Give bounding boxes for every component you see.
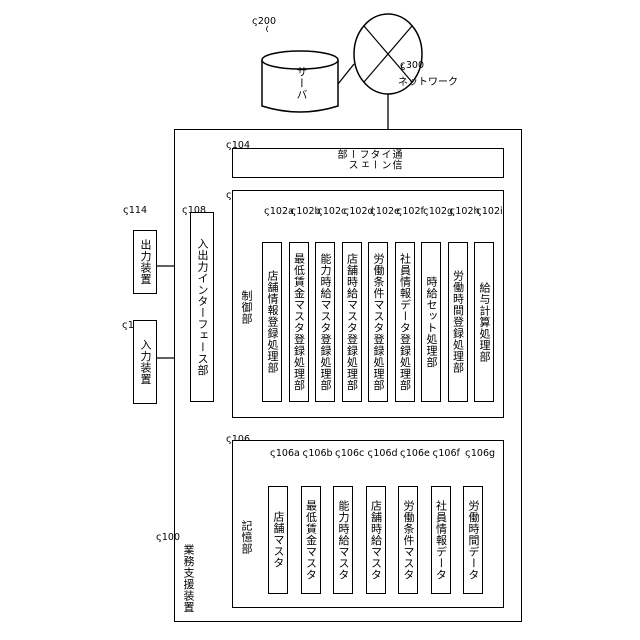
control-item-box-102d: 店舗時給マスタ登録処理部 [342,242,362,402]
storage-item-ref-106d: ς106d [368,448,398,459]
control-item-label-102h: 労働時間登録処理部 [450,270,466,374]
control-item-label-102g: 時給セット処理部 [423,276,439,368]
storage-item-ref-106c: ς106c [335,448,364,459]
network-ref: ς300 [400,60,424,71]
storage-item-ref-106a: ς106a [270,448,300,459]
comm-interface-box: 通信インターフェース部 [232,148,504,178]
control-item-box-102i: 給与計算処理部 [474,242,494,402]
storage-item-label-106g: 労働時間データ [465,500,481,581]
storage-item-box-106a: 店舗マスタ [268,486,288,594]
input-device-box: 入力装置 [133,320,157,404]
control-item-box-102a: 店舗情報登録処理部 [262,242,282,402]
control-item-box-102h: 労働時間登録処理部 [448,242,468,402]
storage-item-box-106g: 労働時間データ [463,486,483,594]
io-interface-box: 入出力インターフェース部 [190,212,214,402]
storage-item-ref-106g: ς106g [465,448,495,459]
control-item-box-102c: 能力時給マスタ登録処理部 [315,242,335,402]
server-ref: ς200 [252,16,276,27]
storage-unit-label: 記憶部 [238,520,254,555]
storage-item-label-106e: 労働条件マスタ [400,500,416,581]
output-device-box: 出力装置 [133,230,157,294]
output-device-ref: ς114 [123,205,147,216]
device-label: 業務支援装置 [180,544,196,613]
control-item-label-102f: 社員情報データ登録処理部 [397,253,413,391]
control-unit-label: 制御部 [238,290,254,325]
control-item-label-102d: 店舗時給マスタ登録処理部 [344,253,360,391]
storage-item-box-106f: 社員情報データ [431,486,451,594]
control-item-ref-102a: ς102a [264,206,294,217]
control-item-box-102f: 社員情報データ登録処理部 [395,242,415,402]
control-item-label-102a: 店舗情報登録処理部 [264,270,280,374]
control-item-ref-102c: ς102c [317,206,346,217]
storage-item-label-106c: 能力時給マスタ [335,500,351,581]
storage-item-box-106e: 労働条件マスタ [398,486,418,594]
control-item-box-102g: 時給セット処理部 [421,242,441,402]
control-item-ref-102i: ς102i [476,206,503,217]
storage-item-label-106f: 社員情報データ [433,500,449,581]
output-device-label: 出力装置 [137,239,153,285]
input-device-label: 入力装置 [137,339,153,385]
control-item-label-102b: 最低賃金マスタ登録処理部 [291,253,307,391]
storage-item-label-106a: 店舗マスタ [270,511,286,569]
control-item-label-102c: 能力時給マスタ登録処理部 [317,253,333,391]
io-interface-label: 入出力インターフェース部 [194,238,210,376]
storage-item-ref-106f: ς106f [433,448,460,459]
storage-item-box-106c: 能力時給マスタ [333,486,353,594]
control-item-box-102b: 最低賃金マスタ登録処理部 [289,242,309,402]
storage-item-ref-106b: ς106b [303,448,333,459]
control-item-label-102e: 労働条件マスタ登録処理部 [370,253,386,391]
control-item-ref-102e: ς102e [370,206,400,217]
storage-item-label-106b: 最低賃金マスタ [303,500,319,581]
device-ref: ς100 [156,532,180,543]
storage-item-box-106d: 店舗時給マスタ [366,486,386,594]
storage-item-label-106d: 店舗時給マスタ [368,500,384,581]
storage-item-ref-106e: ς106e [400,448,430,459]
comm-interface-label: 通信インターフェース部 [335,149,401,177]
control-item-label-102i: 給与計算処理部 [476,282,492,363]
network-label: ネットワーク [398,73,458,88]
server-label: サーバ [293,66,309,101]
control-item-ref-102f: ς102f [397,206,424,217]
storage-item-box-106b: 最低賃金マスタ [301,486,321,594]
control-item-box-102e: 労働条件マスタ登録処理部 [368,242,388,402]
